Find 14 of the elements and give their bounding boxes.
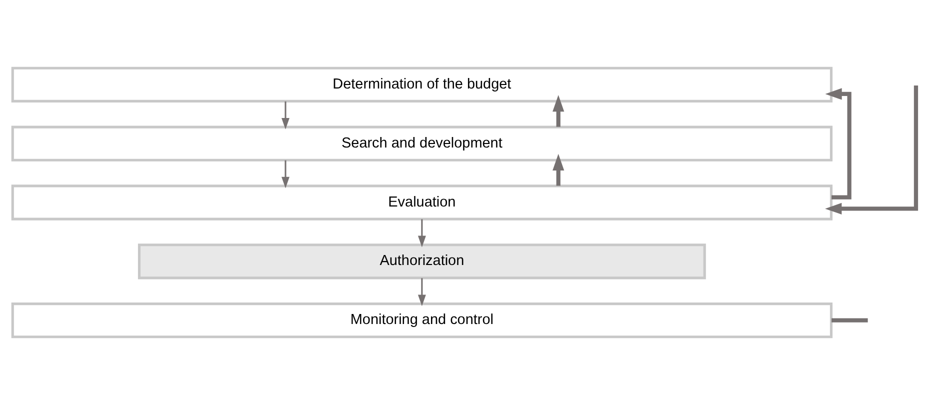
- connector: [832, 318, 868, 322]
- node-box: Monitoring and control: [11, 302, 833, 338]
- node-box: Authorization: [138, 243, 706, 279]
- node-box: Determination of the budget: [11, 66, 833, 102]
- node-box: Evaluation: [11, 184, 833, 220]
- node-box: Search and development: [11, 125, 833, 161]
- arrow: [825, 88, 852, 199]
- arrow: [552, 153, 564, 186]
- arrow: [825, 84, 918, 214]
- arrow: [282, 160, 290, 188]
- arrow: [552, 94, 564, 126]
- arrow: [418, 218, 426, 247]
- arrow: [418, 278, 426, 306]
- arrow: [282, 100, 290, 129]
